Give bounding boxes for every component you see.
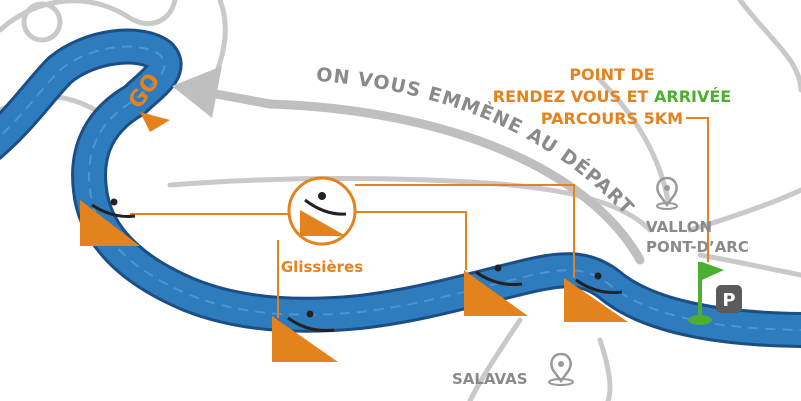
slide-1 — [80, 198, 140, 246]
location-pin-icon — [550, 352, 572, 384]
river — [0, 28, 801, 348]
parking-label: P — [722, 290, 735, 311]
slide-connectors — [130, 184, 575, 318]
vallon-pin — [656, 176, 678, 210]
finish-flag-icon — [688, 262, 724, 325]
slide-2 — [272, 310, 338, 362]
parking-icon: P — [716, 285, 742, 313]
river-texture — [0, 45, 801, 331]
location-pin-icon — [656, 176, 678, 208]
vallon-line-2: PONT-D’ARC — [646, 238, 749, 256]
vallon-line-1: VALLON — [646, 218, 712, 236]
meeting-line-3: PARCOURS 5KM — [541, 109, 683, 128]
roundabout-top — [21, 1, 63, 43]
go-arrow-icon — [140, 112, 170, 132]
shuttle-arrow — [172, 66, 645, 265]
shuttle-arrow-line — [200, 87, 645, 265]
slide-4 — [564, 272, 628, 322]
kayak-slide-icon — [300, 210, 346, 236]
salavas-label: SALAVAS — [452, 370, 528, 388]
paddler-icon — [318, 192, 326, 200]
kayak-icon — [304, 198, 347, 216]
meeting-line-2: RENDEZ VOUS ET ARRIVÉE — [493, 87, 731, 106]
meeting-line-2-a: RENDEZ VOUS ET — [493, 87, 654, 106]
shuttle-arrow-head — [172, 66, 222, 118]
slide-3 — [464, 264, 528, 316]
road-northeast — [737, 0, 801, 93]
road-middle — [167, 175, 653, 233]
road-south-1 — [597, 337, 613, 401]
meeting-line-2-b: ARRIVÉE — [654, 87, 731, 106]
salavas-pin — [548, 352, 574, 386]
meeting-connector — [686, 117, 709, 262]
road-east-2 — [697, 252, 801, 278]
meeting-line-1: POINT DE — [569, 65, 654, 84]
glissieres-label: Glissières — [281, 258, 363, 276]
road-south-2 — [467, 317, 523, 401]
glissieres-hub — [287, 176, 357, 246]
road-east — [687, 187, 801, 233]
